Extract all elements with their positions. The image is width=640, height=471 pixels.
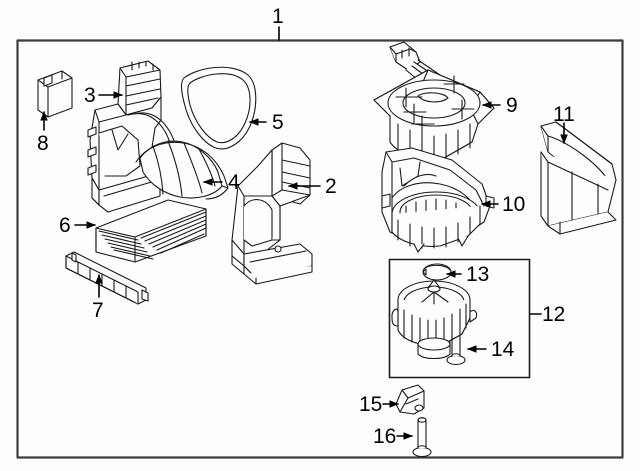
part-motor-clip <box>422 263 452 281</box>
part-case-half-right <box>231 142 313 285</box>
part-intake-duct <box>540 121 617 235</box>
callout-14: 14 <box>491 338 515 361</box>
part-cabin-air-filter <box>95 199 207 263</box>
callout-7: 7 <box>92 299 104 322</box>
part-blower-cover-upper <box>373 41 495 163</box>
part-blower-resistor <box>37 70 73 118</box>
callout-12: 12 <box>542 303 566 326</box>
callout-9: 9 <box>506 94 518 117</box>
callout-1: 1 <box>272 5 284 28</box>
callout-8: 8 <box>37 132 49 155</box>
callout-16: 16 <box>373 425 397 448</box>
callout-6: 6 <box>59 214 71 237</box>
callout-10: 10 <box>502 193 526 216</box>
part-case-seal <box>180 66 257 150</box>
callout-13: 13 <box>466 263 490 286</box>
part-blower-motor-assembly <box>391 279 478 360</box>
callout-11: 11 <box>553 103 575 126</box>
callout-5: 5 <box>272 111 284 134</box>
part-mounting-bracket <box>395 384 425 415</box>
part-bracket-screw <box>412 417 432 458</box>
callout-3: 3 <box>84 84 96 107</box>
inner-frame-border <box>388 258 531 379</box>
callout-2: 2 <box>325 175 337 198</box>
part-blower-housing-lower <box>381 147 495 253</box>
callout-4: 4 <box>228 171 240 194</box>
part-evaporator-core <box>135 140 229 200</box>
callout-15: 15 <box>359 393 383 416</box>
